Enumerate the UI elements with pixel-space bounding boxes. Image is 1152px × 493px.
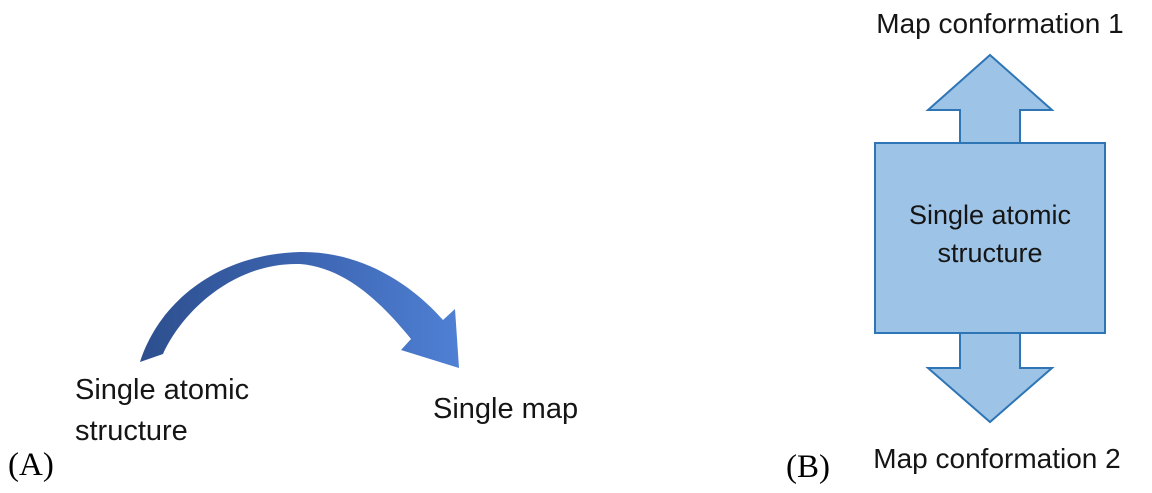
map-conformation-1-label: Map conformation 1 bbox=[876, 8, 1124, 39]
source-structure-label-line2: structure bbox=[75, 415, 188, 447]
single-map-label: Single map bbox=[433, 393, 579, 425]
map-conformation-2-label: Map conformation 2 bbox=[873, 443, 1121, 474]
box-structure-label-line1: Single atomic bbox=[908, 200, 1072, 230]
panel-b: Map conformation 1 Single atomic structu… bbox=[620, 0, 1152, 493]
curved-arrow-shape bbox=[140, 251, 459, 368]
curved-arrow-icon bbox=[140, 251, 459, 368]
box-structure-label: Single atomic structure bbox=[875, 196, 1105, 272]
structure-box bbox=[874, 142, 1106, 334]
up-arrow-icon bbox=[925, 53, 1055, 146]
box-structure-label-line2: structure bbox=[937, 238, 1043, 268]
down-arrow-icon bbox=[925, 332, 1055, 424]
panel-a-letter: (A) bbox=[8, 447, 54, 483]
panel-b-letter: (B) bbox=[786, 449, 830, 485]
panel-a: Single atomic structure Single map (A) bbox=[8, 251, 579, 483]
source-structure-label: Single atomic structure bbox=[75, 370, 249, 452]
source-structure-label-line1: Single atomic bbox=[75, 374, 250, 406]
double-arrow-box-icon bbox=[874, 53, 1106, 424]
